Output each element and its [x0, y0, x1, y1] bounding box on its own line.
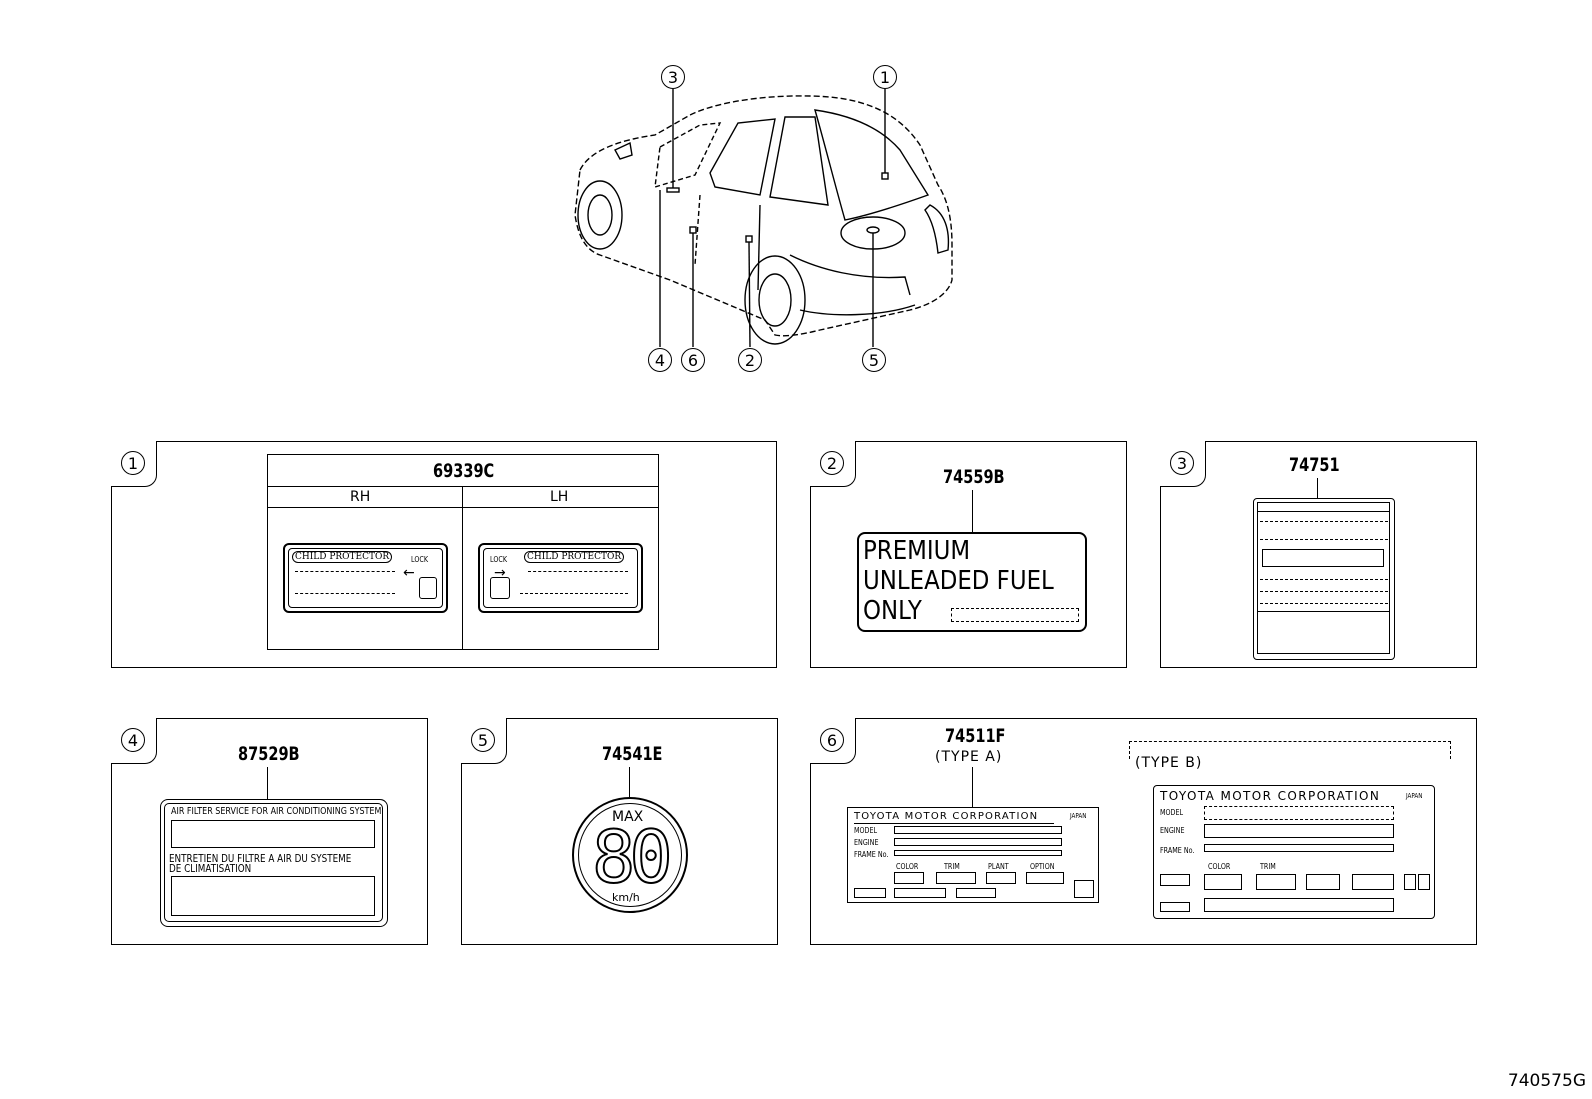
child-protector-text-lh: CHILD PROTECTOR: [524, 551, 625, 563]
part-number-74541e: 74541E: [602, 743, 663, 765]
part-number-87529b: 87529B: [238, 743, 300, 765]
panel-5-tab: 5: [461, 718, 507, 764]
panel-4: 4 87529B AIR FILTER SERVICE FOR AIR COND…: [111, 718, 428, 945]
type-a-company: TOYOTA MOTOR CORPORATION: [854, 811, 1039, 822]
part-number-74511f: 74511F: [945, 725, 1006, 747]
type-a-frame: FRAME No.: [854, 850, 889, 859]
type-b-company: TOYOTA MOTOR CORPORATION: [1160, 789, 1381, 803]
seat-icon: [490, 577, 510, 599]
callout-1: 1: [873, 65, 897, 89]
part-number-69339c: 69339C: [433, 460, 495, 482]
air-filter-line-1: AIR FILTER SERVICE FOR AIR CONDITIONING …: [171, 806, 382, 817]
air-filter-line-3: DE CLIMATISATION: [169, 862, 252, 875]
column-lh: LH: [550, 489, 569, 505]
car-overview-illustration: [574, 89, 953, 348]
speed-value: 80: [591, 814, 674, 900]
type-a-trim: TRIM: [944, 862, 960, 871]
type-a-engine: ENGINE: [854, 838, 879, 847]
callout-5: 5: [862, 348, 886, 372]
fuel-line-2: UNLEADED FUEL: [863, 566, 1054, 596]
table-divider: [462, 486, 463, 650]
panel-2: 2 74559B PREMIUM UNLEADED FUEL ONLY: [810, 441, 1127, 668]
type-a-caption: (TYPE A): [935, 749, 1003, 765]
panel-6-tab: 6: [810, 718, 856, 764]
fuel-label: PREMIUM UNLEADED FUEL ONLY: [857, 532, 1087, 632]
panel-5-callout: 5: [471, 728, 495, 752]
arrow-right-icon: →: [494, 565, 506, 581]
table-rule: [267, 486, 659, 487]
type-a-country: JAPAN: [1070, 812, 1087, 820]
diagram-code: 740575G: [1507, 1071, 1586, 1091]
air-filter-line-2: ENTRETIEN DU FILTRE A AIR DU SYSTEME: [169, 852, 352, 865]
type-b-bracket: [1129, 741, 1451, 759]
panel-1-tab: 1: [111, 441, 157, 487]
seat-icon: [419, 577, 437, 599]
type-a-color: COLOR: [896, 862, 919, 871]
type-b-country: JAPAN: [1406, 792, 1423, 800]
lock-text-lh: LOCK: [490, 555, 508, 564]
child-protector-text-rh: CHILD PROTECTOR: [292, 551, 393, 563]
speed-limit-sticker: MAX 80 km/h: [572, 797, 688, 913]
panel-4-tab: 4: [111, 718, 157, 764]
table-rule: [267, 507, 659, 508]
panel-3-callout: 3: [1170, 451, 1194, 475]
speed-unit: km/h: [612, 891, 640, 904]
part-number-74559b: 74559B: [943, 466, 1005, 488]
fuel-line-1: PREMIUM: [863, 536, 971, 566]
panel-2-tab: 2: [810, 441, 856, 487]
type-a-option: OPTION: [1030, 862, 1055, 871]
part-number-74751: 74751: [1289, 454, 1340, 476]
panel-3-tab: 3: [1160, 441, 1206, 487]
arrow-left-icon: ←: [403, 565, 415, 581]
panel-5: 5 74541E MAX 80 km/h: [461, 718, 778, 945]
speed-max: MAX: [612, 809, 644, 825]
lock-text-rh: LOCK: [411, 555, 429, 564]
vin-plate-type-b: TOYOTA MOTOR CORPORATION JAPAN MODEL ENG…: [1153, 785, 1435, 919]
air-filter-label: AIR FILTER SERVICE FOR AIR CONDITIONING …: [160, 799, 388, 927]
type-b-frame: FRAME No.: [1160, 846, 1195, 855]
leader-line: [972, 767, 973, 807]
type-b-model: MODEL: [1160, 808, 1184, 817]
type-b-trim: TRIM: [1260, 862, 1276, 871]
callout-6: 6: [681, 348, 705, 372]
info-label: [1253, 498, 1395, 660]
callout-2: 2: [738, 348, 762, 372]
type-a-model: MODEL: [854, 826, 878, 835]
panel-3: 3 74751: [1160, 441, 1477, 668]
type-a-plant: PLANT: [988, 862, 1009, 871]
type-b-engine: ENGINE: [1160, 826, 1185, 835]
child-protector-label-lh: LOCK CHILD PROTECTOR →: [478, 543, 643, 613]
leader-line: [972, 490, 973, 532]
panel-6-callout: 6: [820, 728, 844, 752]
panel-1-callout: 1: [121, 451, 145, 475]
column-rh: RH: [350, 489, 371, 505]
fuel-line-3: ONLY: [863, 596, 922, 626]
vin-plate-type-a: TOYOTA MOTOR CORPORATION JAPAN MODEL ENG…: [847, 807, 1099, 903]
panel-6: 6 74511F (TYPE A) TOYOTA MOTOR CORPORATI…: [810, 718, 1477, 945]
child-protector-label-rh: CHILD PROTECTOR LOCK ←: [283, 543, 448, 613]
callout-3: 3: [661, 65, 685, 89]
type-b-color: COLOR: [1208, 862, 1231, 871]
leader-line: [267, 767, 268, 801]
panel-4-callout: 4: [121, 728, 145, 752]
child-protector-table: 69339C RH LH CHILD PROTECTOR LOCK ← LOCK…: [267, 454, 659, 650]
callout-4: 4: [648, 348, 672, 372]
type-b-caption: (TYPE B): [1135, 755, 1203, 771]
leader-line: [629, 767, 630, 797]
panel-1: 1 69339C RH LH CHILD PROTECTOR LOCK ← LO…: [111, 441, 777, 668]
panel-2-callout: 2: [820, 451, 844, 475]
